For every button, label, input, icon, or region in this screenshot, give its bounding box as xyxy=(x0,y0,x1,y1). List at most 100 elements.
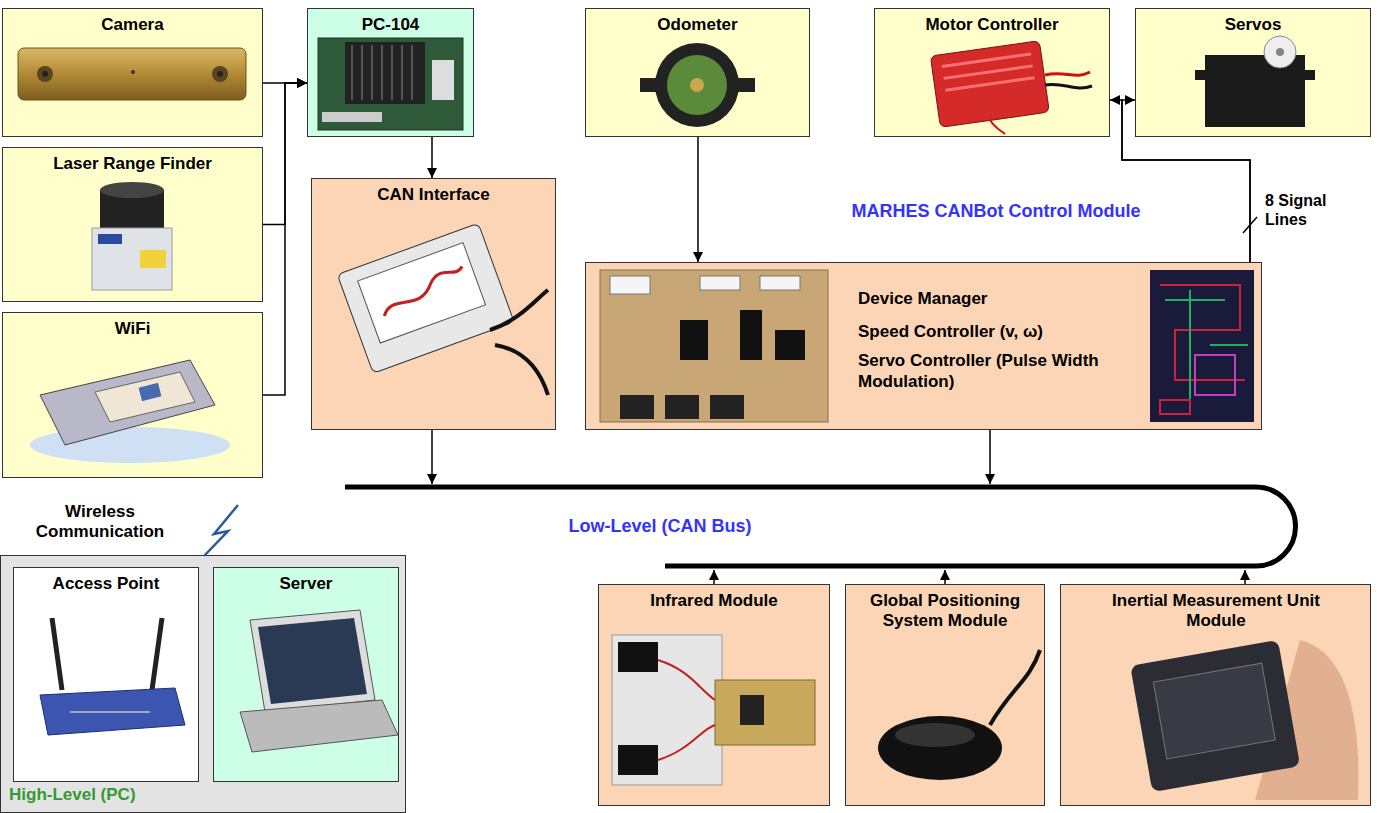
arrow-head xyxy=(1125,95,1135,105)
infrared-illustration-part xyxy=(715,680,815,745)
connector-arrow xyxy=(709,570,719,584)
connector-arrow xyxy=(1122,95,1250,262)
camera-illustration xyxy=(18,48,246,100)
connector-line xyxy=(263,83,307,395)
control-board-illustration-part xyxy=(600,270,828,422)
arrow-head xyxy=(693,252,703,262)
pcb-layout-illustration-part xyxy=(1165,290,1248,410)
laser-range-finder-illustration xyxy=(92,182,172,290)
servo-illustration-part xyxy=(1276,48,1284,56)
control-board-illustration-part xyxy=(740,310,762,360)
servo-illustration-part xyxy=(1264,36,1296,68)
can-card-illustration-part-part xyxy=(358,243,486,343)
infrared-illustration-part xyxy=(612,635,722,785)
box-title: Laser Range Finder xyxy=(9,154,256,174)
pc104-illustration-part xyxy=(432,60,454,100)
connector-arrow xyxy=(985,430,995,484)
wireless-label: Wireless Communication xyxy=(25,502,175,543)
control-board-illustration-part xyxy=(700,276,740,290)
motor-controller-illustration-part xyxy=(1045,84,1092,88)
connector-arrow xyxy=(427,137,437,178)
imu-illustration-part-part xyxy=(1153,663,1275,759)
box-title: Odometer xyxy=(592,15,803,35)
wifi-card-illustration xyxy=(30,360,230,463)
function-text: Device Manager xyxy=(858,289,1143,309)
box-title: WiFi xyxy=(9,319,256,339)
imu-illustration-part-part xyxy=(1130,640,1300,792)
box-title: Access Point xyxy=(20,574,192,594)
laser-range-finder-illustration-part xyxy=(92,228,172,290)
router-illustration-part xyxy=(152,618,162,690)
box-title: Camera xyxy=(9,15,256,35)
arrow-head xyxy=(427,474,437,484)
can-card-illustration-part-part xyxy=(337,223,514,373)
control-board-illustration-part xyxy=(665,395,699,419)
function-text: Servo Controller (Pulse Width Modulation… xyxy=(858,351,1143,392)
imu-illustration xyxy=(1130,640,1358,800)
control-board-illustration xyxy=(600,270,828,422)
laser-range-finder-illustration-part xyxy=(98,234,122,244)
can-card-illustration-part xyxy=(337,223,514,373)
router-illustration-part xyxy=(52,618,62,690)
label-holder: Wireless Communication xyxy=(25,502,175,543)
imu-illustration-part xyxy=(1130,640,1300,792)
connector-arrow xyxy=(693,137,703,262)
laptop-illustration-part xyxy=(250,610,375,712)
connector-arrow xyxy=(940,570,950,584)
camera-illustration-part xyxy=(217,71,223,77)
connector-line xyxy=(697,137,699,262)
pc104-illustration xyxy=(318,38,463,130)
box-title: Inertial Measurement Unit Module xyxy=(1086,591,1346,632)
can-card-illustration-part xyxy=(495,345,548,395)
connector-arrow xyxy=(263,78,307,395)
camera-illustration-part xyxy=(18,48,246,100)
camera-illustration-part xyxy=(131,70,135,74)
wifi-card-illustration-part xyxy=(40,360,215,445)
can-bus-line-part xyxy=(345,487,1296,566)
can-bus: Low-Level (CAN Bus) xyxy=(340,484,1300,570)
box-title: Server xyxy=(220,574,392,594)
connector-line xyxy=(1110,100,1250,262)
gps-illustration xyxy=(878,650,1040,780)
wifi-card-illustration-part xyxy=(139,383,162,401)
camera-illustration-part xyxy=(37,66,53,82)
can-card-illustration-part-part xyxy=(377,266,469,316)
router-illustration-part xyxy=(70,711,150,713)
laptop-illustration-part xyxy=(240,700,398,752)
pc104-illustration-part xyxy=(318,38,463,130)
laptop-illustration xyxy=(240,610,398,752)
module-heading: MARHES CANBot Control Module xyxy=(781,201,1211,223)
box-title: CAN Interface xyxy=(318,185,549,205)
motor-controller-illustration-part-part xyxy=(942,54,1034,90)
odometer-illustration-part xyxy=(655,43,739,127)
connector-arrow xyxy=(1110,95,1250,262)
arrow-head xyxy=(940,570,950,580)
control-board-illustration-part xyxy=(610,276,650,294)
infrared-illustration xyxy=(612,635,815,785)
function-text: Speed Controller (v, ω) xyxy=(858,322,1143,342)
lightning-symbol-part xyxy=(204,505,238,556)
arrow-head xyxy=(985,474,995,484)
box-title: Motor Controller xyxy=(881,15,1103,35)
pcb-layout-illustration-part xyxy=(1150,270,1254,422)
connector-arrow xyxy=(1240,570,1250,584)
connector-line xyxy=(1122,100,1250,262)
pc104-illustration-part xyxy=(352,45,412,100)
connector-arrow xyxy=(427,430,437,484)
servo-illustration-part xyxy=(1205,55,1305,127)
arrow-head xyxy=(1240,570,1250,580)
infrared-illustration-part xyxy=(658,660,715,760)
motor-controller-illustration-part xyxy=(990,120,1005,134)
motor-controller-illustration xyxy=(930,41,1092,134)
odometer-illustration-part xyxy=(690,78,704,92)
control-board-illustration-part xyxy=(710,395,744,419)
control-board-illustration-part xyxy=(680,320,708,360)
pcb-layout-illustration xyxy=(1150,270,1254,422)
bus-label: Low-Level (CAN Bus) xyxy=(525,516,795,538)
can-bus-line xyxy=(345,487,1296,566)
signal-count-label: 8 Signal Lines xyxy=(1265,191,1350,229)
router-illustration xyxy=(40,618,185,735)
arrow-head xyxy=(1110,95,1120,105)
